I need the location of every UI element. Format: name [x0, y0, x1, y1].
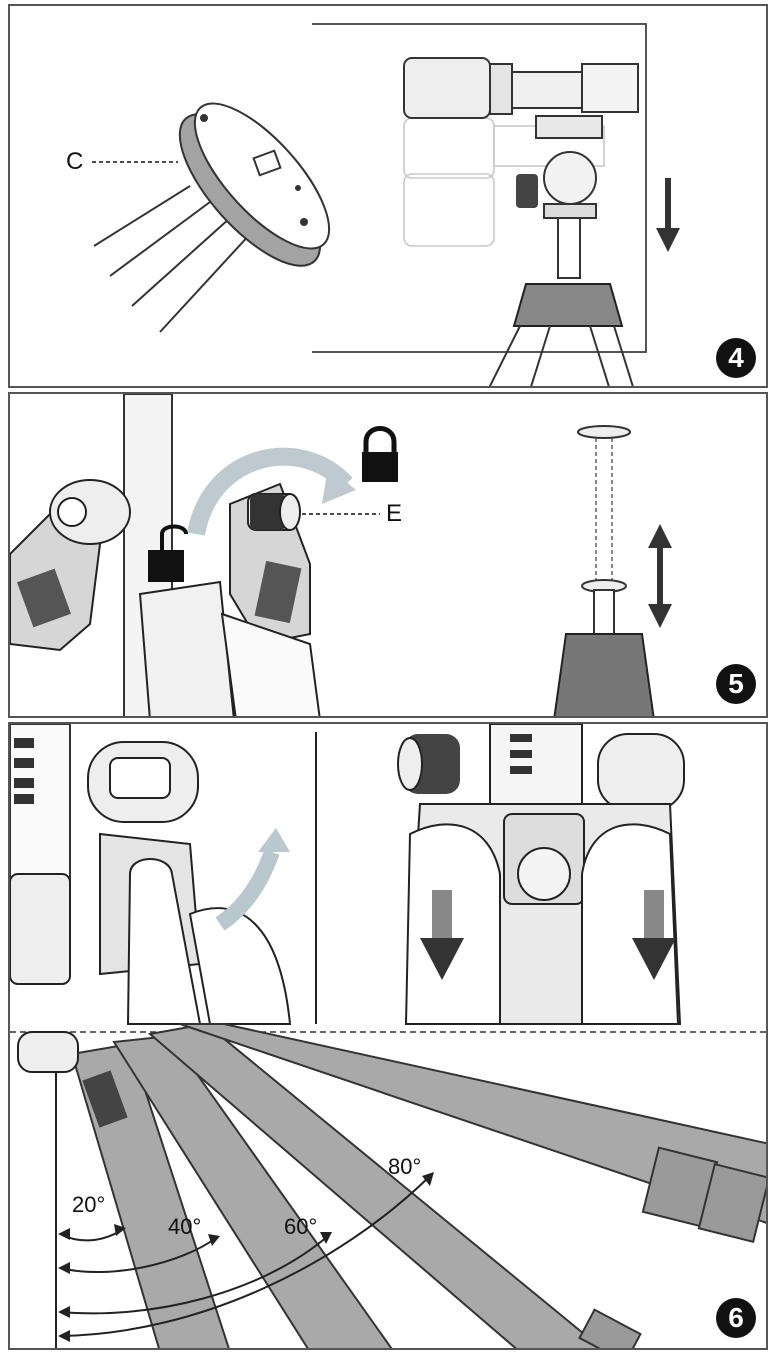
tripod-extended-column	[553, 425, 655, 716]
step-number-badge: 5	[716, 664, 756, 704]
angle-label-60: 60°	[284, 1214, 318, 1239]
leg-housing-left	[10, 479, 131, 652]
lock-knob-e	[250, 493, 301, 531]
down-arrow	[656, 178, 680, 252]
base-plate	[178, 102, 331, 267]
rotate-arrow	[187, 447, 353, 536]
up-down-arrow	[648, 524, 672, 628]
ball-head	[516, 115, 603, 279]
callout-e-label: E	[386, 500, 403, 527]
callout-c-label: C	[66, 148, 84, 175]
leg-rods	[93, 185, 253, 333]
angle-label-20: 20°	[72, 1192, 106, 1217]
step-number-badge: 4	[716, 338, 756, 378]
leg-angle-scene	[17, 1022, 766, 1348]
angle-label-40: 40°	[168, 1214, 202, 1239]
unlock-icon	[148, 524, 188, 582]
thumb-press-scene	[10, 724, 292, 1025]
step-number-badge: 6	[716, 1298, 756, 1338]
lock-icon	[362, 426, 398, 482]
camera-with-lens	[403, 57, 639, 119]
step-5-panel: E 5	[8, 392, 768, 718]
inset-frame	[312, 23, 647, 353]
tripod-top	[488, 283, 634, 386]
pull-levers-scene	[397, 724, 685, 1025]
step-6-illustration	[10, 724, 766, 1348]
step-6-panel: 20° 40° 60° 80° 6	[8, 722, 768, 1350]
step-4-panel: C 4	[8, 4, 768, 388]
step-5-illustration	[10, 394, 672, 716]
angle-label-80: 80°	[388, 1154, 422, 1179]
step-4-illustration	[92, 23, 680, 386]
tripod-body	[138, 580, 235, 716]
